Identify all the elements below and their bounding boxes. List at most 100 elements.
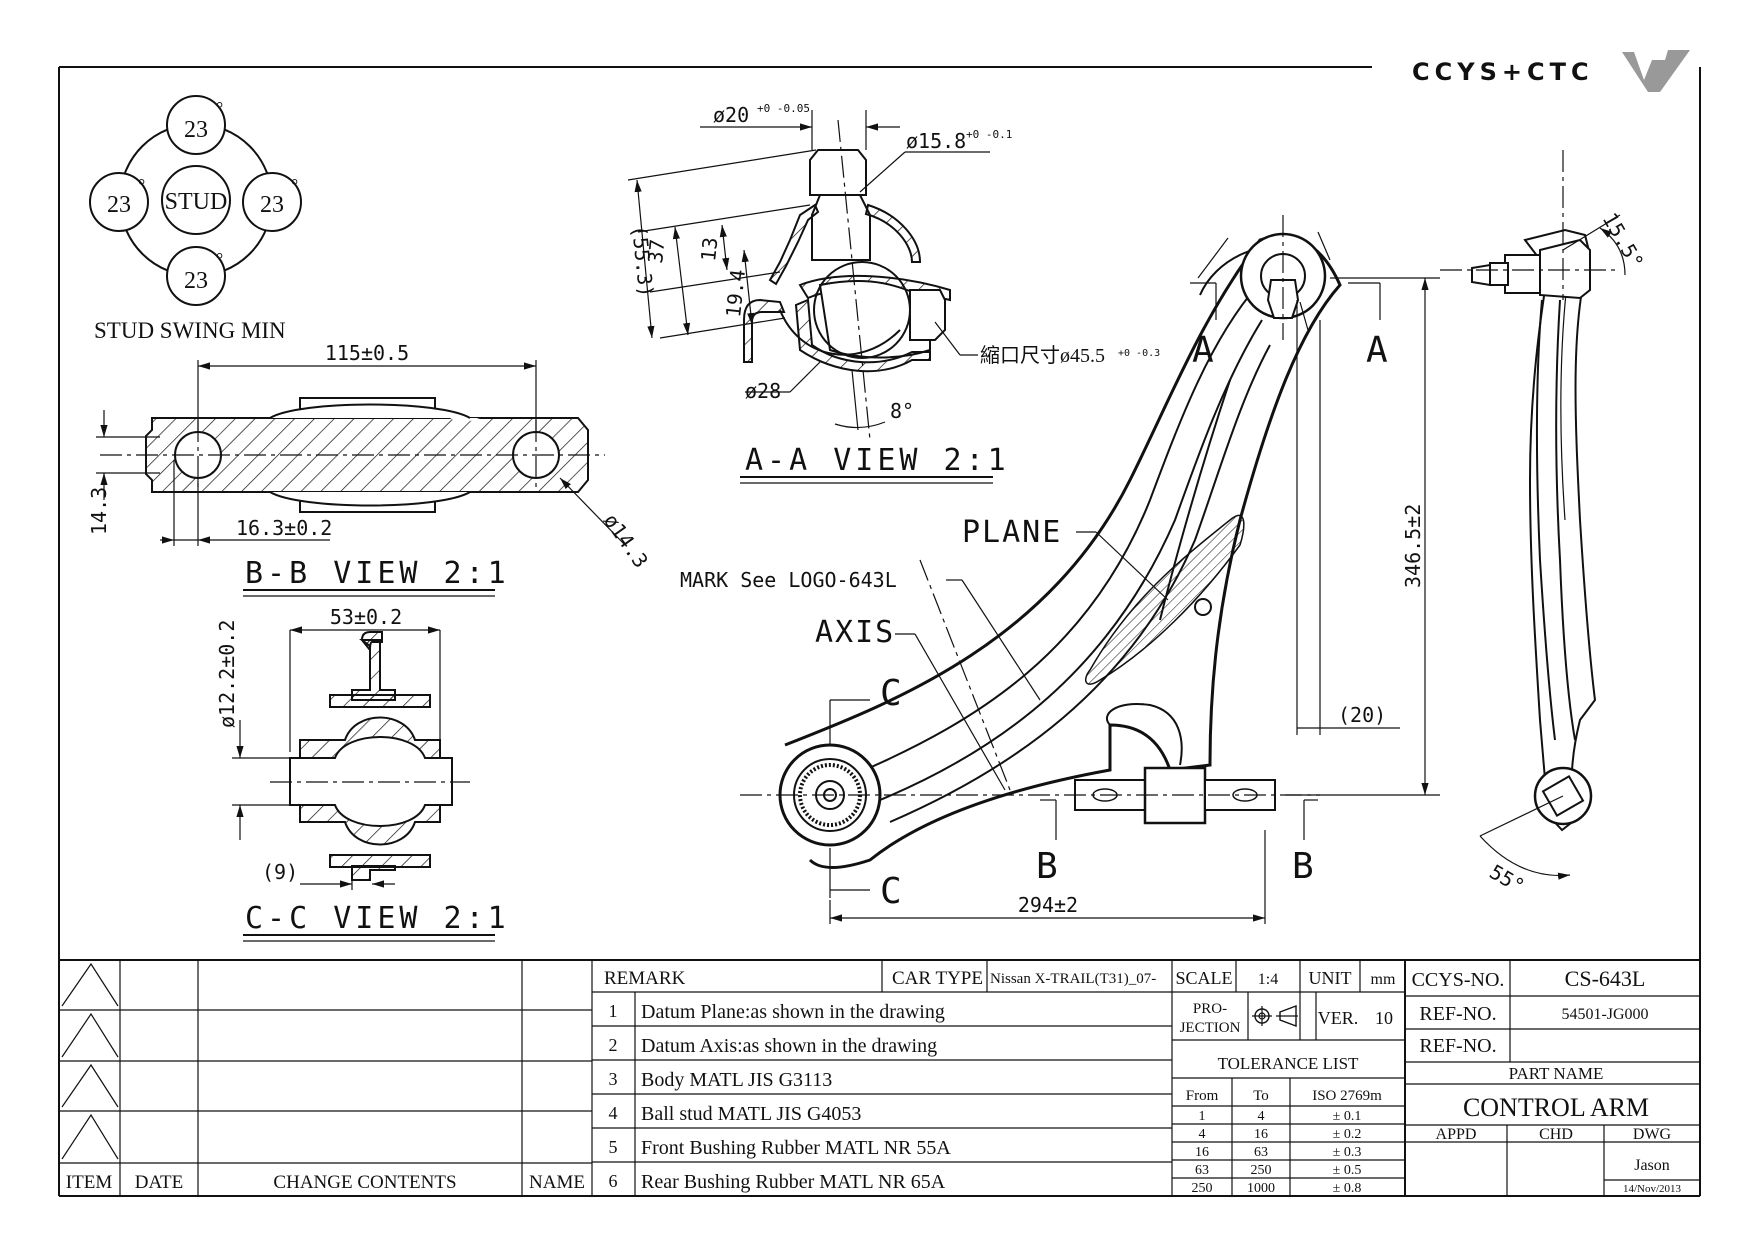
swing-angle-top: 23 [184, 117, 208, 143]
tol-cell-r5-c1: 250 [1192, 1181, 1213, 1196]
revision-table: ITEM DATE CHANGE CONTENTS NAME [59, 960, 593, 1196]
part-name-label: PART NAME [1509, 1064, 1604, 1083]
label-axis: AXIS [815, 615, 895, 650]
ref1-value: 54501-JG000 [1561, 1006, 1648, 1023]
car-type-value: Nissan X-TRAIL(T31)_07- [990, 971, 1156, 987]
remark-no-5: 5 [609, 1137, 618, 1157]
remark-text-3: Body MATL JIS G3113 [641, 1069, 832, 1091]
ref1-label: REF-NO. [1419, 1003, 1496, 1025]
scale-value: 1:4 [1258, 971, 1278, 988]
unit-value: mm [1371, 971, 1396, 988]
main-dim-height: 346.5±2 [1401, 504, 1425, 588]
cc-section-view: 53±0.2 ø12.2±0.2 (9) C-C VIEW 2:1 [215, 605, 510, 942]
tol-cell-r5-c3: ± 0.8 [1333, 1181, 1362, 1196]
tol-cell-r3-c2: 63 [1254, 1145, 1268, 1160]
tol-cell-r5-c2: 1000 [1247, 1181, 1275, 1196]
stud-swing-caption: STUD SWING MIN [94, 318, 286, 343]
remark-text-6: Rear Bushing Rubber MATL NR 65A [641, 1171, 946, 1193]
ccys-value: CS-643L [1565, 966, 1646, 991]
swing-angle-right: 23 [260, 192, 284, 218]
appd-label: APPD [1436, 1126, 1477, 1143]
logo-text: CCYS+CTC [1412, 58, 1594, 86]
tol-cell-r4-c1: 63 [1195, 1163, 1209, 1178]
section-a-right: A [1366, 330, 1388, 371]
projection-symbol-icon [1252, 1004, 1298, 1028]
remark-no-1: 1 [609, 1001, 618, 1021]
section-c-top: C [880, 673, 902, 714]
tol-cell-r3-c3: ± 0.3 [1333, 1145, 1362, 1160]
remark-text-4: Ball stud MATL JIS G4053 [641, 1103, 861, 1125]
bb-dim-offset: 16.3±0.2 [236, 516, 332, 540]
aa-dim-37: 37 [643, 238, 669, 264]
remark-no-6: 6 [609, 1171, 618, 1191]
dwg-label: DWG [1633, 1126, 1672, 1143]
aa-dim-mid-tol: +0 -0.1 [966, 128, 1012, 141]
car-type-label: CAR TYPE [892, 968, 983, 989]
tol-cell-r4-c3: ± 0.5 [1333, 1163, 1362, 1178]
aa-dim-194: 19.4 [721, 268, 750, 318]
swing-angle-bottom: 23 [184, 268, 208, 294]
tol-cell-r1-c1: 1 [1199, 1109, 1206, 1124]
stud-center-circle [161, 165, 231, 235]
bb-view-title: B-B VIEW 2:1 [245, 556, 510, 591]
remark-no-2: 2 [609, 1035, 618, 1055]
aa-dim-28: ø28 [745, 379, 781, 403]
tol-header-from: From [1186, 1088, 1219, 1104]
projection-label-2: JECTION [1180, 1020, 1241, 1036]
cc-dim-dia: ø12.2±0.2 [215, 620, 239, 728]
section-b-left: B [1036, 846, 1058, 887]
control-arm-main-view: A A C C B B PLANE MARK See LOGO-643L AXI… [680, 215, 1440, 924]
tol-cell-r2-c2: 16 [1254, 1127, 1268, 1142]
projection-label-1: PRO- [1193, 1001, 1227, 1017]
control-arm-side-view: 15.5° 55° [1440, 150, 1649, 898]
remark-text-5: Front Bushing Rubber MATL NR 55A [641, 1137, 951, 1159]
remarks-header: REMARK [604, 968, 686, 989]
ver-value: 10 [1375, 1008, 1393, 1028]
section-a-left: A [1192, 330, 1214, 371]
chd-label: CHD [1539, 1126, 1573, 1143]
section-c-bottom: C [880, 871, 902, 912]
ver-label: VER. [1318, 1008, 1359, 1028]
dwg-date: 14/Nov/2013 [1623, 1183, 1682, 1195]
aa-dim-crimp-tol: +0 -0.3 [1118, 348, 1160, 359]
tol-cell-r1-c2: 4 [1258, 1109, 1265, 1124]
unit-label: UNIT [1309, 968, 1352, 988]
main-dim-20: (20) [1338, 703, 1386, 727]
part-info-block: CCYS-NO. CS-643L REF-NO. 54501-JG000 REF… [1405, 960, 1700, 1196]
cc-dim-small: (9) [262, 860, 298, 884]
logo-mark-icon [1622, 50, 1690, 92]
section-b-right: B [1292, 846, 1314, 887]
remark-text-1: Datum Plane:as shown in the drawing [641, 1001, 945, 1023]
sheet-border [58, 66, 1701, 1197]
rev-header-date: DATE [135, 1172, 184, 1193]
degree-mark-right: ° [291, 175, 298, 195]
rev-header-contents: CHANGE CONTENTS [273, 1172, 456, 1193]
aa-dim-top-tol: +0 -0.05 [757, 102, 810, 115]
rev-header-name: NAME [529, 1172, 585, 1193]
aa-dim-angle: 8° [890, 399, 914, 423]
rev-header-item: ITEM [66, 1172, 113, 1193]
side-dim-bottom-angle: 55° [1486, 860, 1529, 899]
tol-cell-r4-c2: 250 [1251, 1163, 1272, 1178]
tol-cell-r1-c3: ± 0.1 [1333, 1109, 1362, 1124]
remarks-table: REMARK CAR TYPE Nissan X-TRAIL(T31)_07- … [592, 960, 1173, 1196]
cc-dim-width: 53±0.2 [330, 605, 402, 629]
aa-dim-top-dia: ø20 [713, 103, 749, 127]
scale-label: SCALE [1175, 968, 1232, 988]
tol-cell-r2-c1: 4 [1199, 1127, 1206, 1142]
ccys-label: CCYS-NO. [1412, 969, 1505, 991]
aa-dim-crimp: 縮口尺寸ø45.5 [980, 344, 1105, 367]
aa-dim-mid-dia: ø15.8 [906, 129, 966, 153]
bb-dim-height: 14.3 [87, 487, 111, 535]
label-mark: MARK See LOGO-643L [680, 568, 897, 592]
aa-view-title: A-A VIEW 2:1 [745, 443, 1010, 478]
dwg-name: Jason [1634, 1157, 1670, 1174]
tol-cell-r3-c1: 16 [1195, 1145, 1209, 1160]
cc-view-title: C-C VIEW 2:1 [245, 901, 510, 936]
part-name-value: CONTROL ARM [1463, 1093, 1649, 1122]
tolerance-title: TOLERANCE LIST [1218, 1054, 1359, 1073]
stud-swing-diagram: 23 23 23 23 ° ° ° ° STUD STUD SWING MIN [89, 95, 302, 343]
main-dim-width: 294±2 [1018, 893, 1078, 917]
